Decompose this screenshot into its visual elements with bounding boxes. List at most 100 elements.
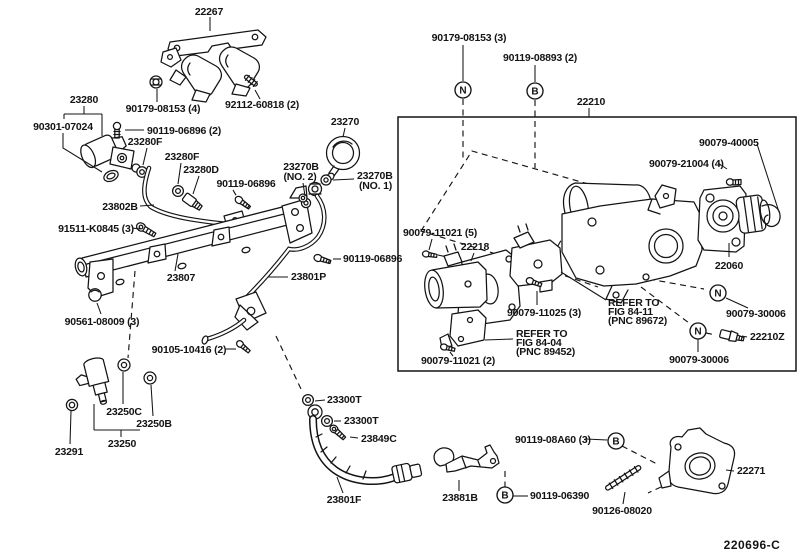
- part-label-23270B-no2-line2: (NO. 2): [283, 171, 316, 183]
- assembly-box-22210: [397, 116, 797, 372]
- connector-B-bracket: B: [607, 432, 625, 450]
- part-label-23300T-b: 23300T: [344, 415, 379, 427]
- gasket-23300T-a-drawing: [301, 393, 315, 407]
- stud-90126-drawing: [605, 465, 642, 491]
- union-23280D-drawing: [181, 192, 203, 211]
- part-label-23270B-no2: 23270B: [283, 161, 319, 173]
- bolt-23849C-drawing: [329, 424, 347, 441]
- part-label-23807: 23807: [167, 272, 196, 284]
- refer-fig-8404-line3: (PNC 89452): [516, 346, 575, 358]
- refer-fig-8411-line2: FIG 84-11: [608, 306, 653, 318]
- damper-23280-drawing: [80, 134, 141, 173]
- grommet-23250C-drawing: [117, 358, 131, 372]
- part-label-23270B-no1-line2: (NO. 1): [359, 180, 392, 192]
- bolt-90119-06896-c-drawing: [313, 253, 332, 265]
- regulator-23270-drawing: [325, 135, 361, 182]
- part-label-90079-30006-a: 90079-30006: [726, 308, 786, 320]
- pipe-23801P-drawing: [201, 193, 327, 345]
- gasket-23300T-b-drawing: [320, 414, 334, 428]
- connector-letter: N: [459, 86, 466, 97]
- spacer-23250B-drawing: [143, 371, 157, 385]
- part-label-90126-08020: 90126-08020: [592, 505, 652, 517]
- leader-lines: [62, 17, 780, 505]
- oring-90301-drawing: [103, 169, 119, 183]
- hose-23801F-drawing: [307, 404, 423, 485]
- part-label-90079-40005: 90079-40005: [699, 137, 759, 149]
- part-label-23250B: 23250B: [136, 418, 172, 430]
- figure-code: 220696-C: [724, 538, 781, 552]
- connector-N-top: N: [454, 81, 472, 99]
- part-label-90079-11021-5: 90079-11021 (5): [403, 227, 477, 239]
- part-label-90119-06896-2: 90119-06896 (2): [147, 125, 221, 137]
- connector-letter: B: [612, 437, 619, 448]
- gasket-23270B-no1-drawing: [320, 174, 332, 186]
- part-label-90119-08893: 90119-08893 (2): [503, 52, 577, 64]
- part-label-23270B-no1: 23270B: [357, 170, 393, 182]
- stud-92112-drawing: [243, 74, 258, 87]
- connector-letter: N: [714, 289, 721, 300]
- part-label-23801P: 23801P: [291, 271, 326, 283]
- part-label-22271: 22271: [737, 465, 766, 477]
- grommet-23280F-b-drawing: [171, 184, 185, 198]
- lever-90079-40005-drawing: [761, 204, 781, 228]
- part-label-23250: 23250: [108, 438, 137, 450]
- part-label-23300T-a: 23300T: [327, 394, 362, 406]
- part-label-90079-21004: 90079-21004 (4): [649, 158, 724, 170]
- part-label-90119-06896-b: 90119-06896: [216, 178, 275, 190]
- part-label-90079-11021-2: 90079-11021 (2): [421, 355, 495, 367]
- part-label-90301-07024: 90301-07024: [33, 121, 93, 133]
- oring-23291-drawing: [65, 398, 79, 412]
- bracket-22267-drawing: [160, 29, 267, 103]
- part-label-22060: 22060: [715, 260, 744, 272]
- part-label-90119-06896-c: 90119-06896: [343, 253, 402, 265]
- bolt-90079-11025-drawing: [525, 277, 543, 288]
- unit-22060-drawing: [697, 185, 771, 253]
- refer-fig-8411-line1: REFER TO: [608, 297, 659, 309]
- part-labels: 22267 90179-08153 (4) 92112-60818 (2) 23…: [33, 6, 786, 517]
- nut-90179-drawing: [149, 75, 163, 89]
- flange-22271-drawing: [658, 427, 736, 495]
- part-label-22218: 22218: [461, 241, 490, 253]
- part-label-23250C: 23250C: [106, 406, 142, 418]
- part-label-90119-06390: 90119-06390: [530, 490, 589, 502]
- bolt-90079-11021-5-drawing: [421, 250, 438, 259]
- grommet-90561-drawing: [88, 288, 102, 302]
- connector-letter: N: [694, 327, 701, 338]
- injector-23250-drawing: [75, 357, 110, 405]
- refer-fig-8404-line2: FIG 84-04: [516, 337, 562, 349]
- bolt-90079-21004-drawing: [725, 178, 742, 186]
- part-label-90119-08A60: 90119-08A60 (3): [515, 434, 591, 446]
- part-label-92112-60818: 92112-60818 (2): [225, 99, 299, 111]
- fitting-22210Z-drawing: [719, 329, 745, 342]
- part-label-90179-08153-3: 90179-08153 (3): [432, 32, 507, 44]
- part-label-90561-08009: 90561-08009 (3): [65, 316, 140, 328]
- part-label-22210: 22210: [577, 96, 606, 108]
- connector-B-low: B: [496, 486, 514, 504]
- part-label-22267: 22267: [195, 6, 224, 18]
- part-label-23280: 23280: [70, 94, 99, 106]
- part-label-23280D: 23280D: [183, 164, 219, 176]
- part-label-23280F-a: 23280F: [128, 136, 163, 148]
- part-label-23280F-b: 23280F: [165, 151, 200, 163]
- part-label-23881B: 23881B: [442, 492, 478, 504]
- connector-N-mid: N: [709, 284, 727, 302]
- isc-valve-22218-drawing: [424, 243, 488, 309]
- bolt-90079-11021-2-drawing: [439, 343, 456, 352]
- part-label-23802B: 23802B: [102, 201, 138, 213]
- fuel-rail-23807-drawing: [74, 185, 313, 298]
- connector-letter: B: [531, 87, 538, 98]
- bracket-23881B-drawing: [433, 444, 500, 473]
- connector-N-low: N: [689, 322, 707, 340]
- bolt-90119-06896-2-drawing: [112, 121, 122, 139]
- part-label-23291: 23291: [55, 446, 84, 458]
- connector-letter: B: [501, 491, 508, 502]
- part-label-90079-30006-b: 90079-30006: [669, 354, 729, 366]
- sensor-fig8404-drawing: [439, 309, 487, 349]
- dashed-reference-lines: [127, 99, 724, 494]
- refer-fig-8404-line1: REFER TO: [516, 328, 567, 340]
- part-label-22210Z: 22210Z: [750, 331, 785, 343]
- part-label-23801F: 23801F: [327, 494, 362, 506]
- solenoid-fig8411-drawing: [509, 223, 563, 293]
